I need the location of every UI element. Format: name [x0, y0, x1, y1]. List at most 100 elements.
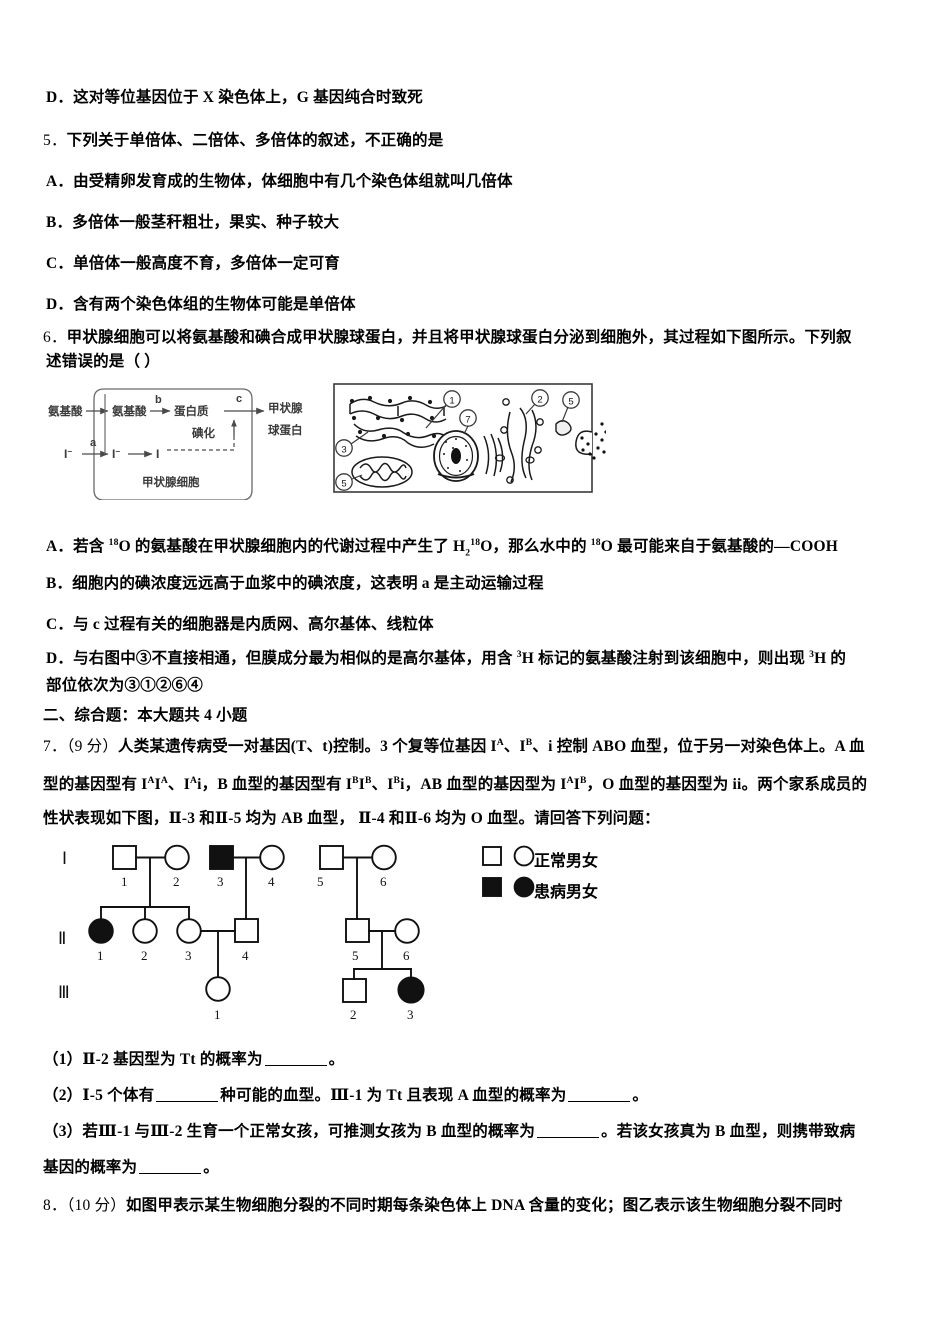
q5-option-c-text: 单倍体一般高度不育，多倍体一定可育 — [73, 255, 340, 272]
amino-acid-outside-label: 氨基酸 — [48, 404, 83, 418]
rough-er — [349, 398, 449, 448]
individual-I-3-number: 3 — [217, 874, 224, 889]
organelle-label-5-mito: 5 — [335, 473, 363, 491]
section-2-heading: 二、综合题：本大题共 4 小题 — [43, 706, 248, 726]
q5-option-d: D．含有两个染色体组的生物体可能是单倍体 — [46, 295, 356, 315]
individual-I-1 — [112, 845, 137, 870]
iodination-label: 碘化 — [191, 426, 215, 440]
individual-III-2 — [342, 978, 367, 1003]
individual-II-3 — [176, 918, 202, 944]
individual-I-4 — [259, 844, 285, 871]
q5-option-a: A．由受精卵发育成的生物体，体细胞中有几个染色体组就叫几倍体 — [46, 172, 513, 192]
q8-stem-text: 如图甲表示某生物细胞分裂的不同时期每条染色体上 DNA 含量的变化；图乙表示该生… — [125, 1197, 843, 1214]
organelle-label-5-text: 5 — [341, 479, 346, 490]
organelle-label-1-text: 1 — [449, 396, 454, 407]
q6-option-d-line1: D．与右图中③不直接相通，但膜成分最为相似的是高尔基体，用含 3H 标记的氨基酸… — [46, 649, 847, 668]
q6-stem-text-2: 述错误的是（ ） — [46, 353, 160, 370]
individual-II-3-number: 3 — [185, 948, 192, 963]
thyroglobulin-label-2: 球蛋白 — [268, 423, 303, 437]
q5-option-c: C．单倍体一般高度不育，多倍体一定可育 — [46, 254, 340, 274]
organelle-label-6: 5 — [561, 391, 580, 423]
amino-acid-inside-label: 氨基酸 — [112, 404, 147, 418]
section-2-heading-text: 二、综合题：本大题共 4 小题 — [43, 707, 248, 724]
q7-stem-text-3: 性状表现如下图，Ⅱ-3 和Ⅱ-5 均为 AB 血型， Ⅱ-4 和Ⅱ-6 均为 O… — [43, 810, 660, 827]
individual-I-2-number: 2 — [173, 874, 180, 889]
q6-stem-line1: 6．甲状腺细胞可以将氨基酸和碘合成甲状腺球蛋白，并且将甲状腺球蛋白分泌到细胞外，… — [43, 328, 852, 348]
q6-option-b: B．细胞内的碘浓度远远高于血浆中的碘浓度，这表明 a 是主动运输过程 — [46, 574, 544, 594]
organelle-label-2: 2 — [525, 389, 549, 415]
legend-normal-male-icon — [482, 846, 502, 866]
q7-sub-3-line1: （3）若Ⅲ-1 与Ⅲ-2 生育一个正常女孩，可推测女孩为 B 血型的概率为。若该… — [43, 1123, 856, 1140]
nucleolus — [451, 448, 461, 464]
q6-stem-text-1: 甲状腺细胞可以将氨基酸和碘合成甲状腺球蛋白，并且将甲状腺球蛋白分泌到细胞外，其过… — [66, 329, 852, 346]
q4-option-d-text: D．这对等位基因位于 X 染色体上，G 基因纯合时致死 — [46, 89, 423, 106]
answer-blank-2-2[interactable] — [568, 1101, 631, 1102]
q8-stem: 8．（10 分）如图甲表示某生物细胞分裂的不同时期每条染色体上 DNA 含量的变… — [43, 1196, 843, 1216]
q5-option-d-text: 含有两个染色体组的生物体可能是单倍体 — [73, 296, 356, 313]
individual-III-3-number: 3 — [407, 1007, 414, 1022]
q5-number: 5． — [43, 132, 67, 149]
secretory-vesicle — [555, 420, 572, 436]
q7-sub-1: （1）Ⅱ-2 基因型为 Tt 的概率为。 — [43, 1051, 345, 1068]
q6-figure-svg: 氨基酸 氨基酸 b 蛋白质 c 甲状腺 球蛋白 碘化 I− a I− I — [48, 383, 606, 500]
individual-II-1-number: 1 — [97, 948, 104, 963]
arrow-b-label: b — [155, 394, 162, 406]
legend-affected-label: 患病男女 — [534, 878, 598, 902]
q6-option-c-label: C． — [46, 616, 74, 633]
organelle-label-7: 7 — [459, 409, 477, 435]
q6-number: 6． — [43, 329, 67, 346]
individual-III-1-number: 1 — [214, 1007, 221, 1022]
q6-option-d-label: D． — [46, 650, 74, 668]
individual-II-1 — [88, 918, 114, 944]
q7-stem-line1: 7．（9 分）人类某遗传病受一对基因(T、t)控制。3 个复等位基因 IA、IB… — [43, 737, 865, 756]
individual-I-6-number: 6 — [380, 874, 387, 889]
individual-I-4-number: 4 — [268, 874, 275, 889]
iodide-inside-label-2: I — [156, 447, 159, 461]
organelle-diagram: 1 3 5 — [333, 383, 606, 493]
mitochondrion — [351, 456, 413, 488]
thyroid-cell-boundary — [93, 388, 253, 500]
q5-option-b: B．多倍体一般茎秆粗壮，果实、种子较大 — [46, 213, 339, 233]
q5-option-a-label: A． — [46, 173, 74, 190]
individual-I-3 — [209, 845, 234, 870]
vesicles — [494, 398, 544, 484]
q5-option-b-label: B． — [46, 214, 73, 231]
q7-pedigree-figure: Ⅰ Ⅱ Ⅲ 1 2 1 — [58, 838, 638, 1026]
individual-II-5-number: 5 — [352, 948, 359, 963]
exocytosis-site — [575, 422, 606, 460]
q6-option-b-text: 细胞内的碘浓度远远高于血浆中的碘浓度，这表明 a 是主动运输过程 — [72, 575, 544, 592]
answer-blank-3-1[interactable] — [537, 1137, 600, 1138]
q7-score: （9 分） — [66, 738, 119, 756]
arrow-c-label: c — [236, 393, 242, 405]
legend-affected-label-text: 患病男女 — [534, 884, 599, 901]
arrow-a-label: a — [90, 437, 97, 449]
q5-option-a-text: 由受精卵发育成的生物体，体细胞中有几个染色体组就叫几倍体 — [73, 173, 513, 190]
organelle-label-3: 3 — [335, 431, 369, 457]
organelle-label-7-text: 7 — [465, 415, 470, 426]
q7-number: 7． — [43, 738, 67, 756]
organelle-label-6-text: 5 — [568, 397, 573, 408]
individual-III-2-number: 2 — [350, 1007, 357, 1022]
ribosome-dots — [349, 395, 437, 439]
q5-option-d-label: D． — [46, 296, 74, 313]
generation-label-I: Ⅰ — [62, 849, 67, 868]
legend-affected-male-icon — [482, 877, 502, 897]
iodide-outside-label: I− — [64, 447, 72, 461]
q6-option-a-label: A． — [46, 538, 74, 556]
individual-I-2 — [164, 844, 190, 871]
individual-II-2-number: 2 — [141, 948, 148, 963]
protein-label: 蛋白质 — [174, 404, 209, 418]
q5-option-c-label: C． — [46, 255, 74, 272]
q5-option-b-text: 多倍体一般茎秆粗壮，果实、种子较大 — [72, 214, 340, 231]
individual-II-5 — [345, 918, 370, 943]
answer-blank-3-2[interactable] — [139, 1173, 202, 1174]
q8-score: （10 分） — [66, 1197, 126, 1214]
organelle-label-3-text: 3 — [341, 445, 346, 456]
individual-I-5-number: 5 — [317, 874, 324, 889]
individual-I-6 — [371, 844, 397, 871]
answer-blank-1-1[interactable] — [264, 1065, 327, 1066]
answer-blank-2-1[interactable] — [156, 1101, 219, 1102]
q6-option-c-text: 与 c 过程有关的细胞器是内质网、高尔基体、线粒体 — [73, 616, 434, 633]
q6-option-a: A．若含 18O 的氨基酸在甲状腺细胞内的代谢过程中产生了 H218O，那么水中… — [46, 537, 838, 559]
